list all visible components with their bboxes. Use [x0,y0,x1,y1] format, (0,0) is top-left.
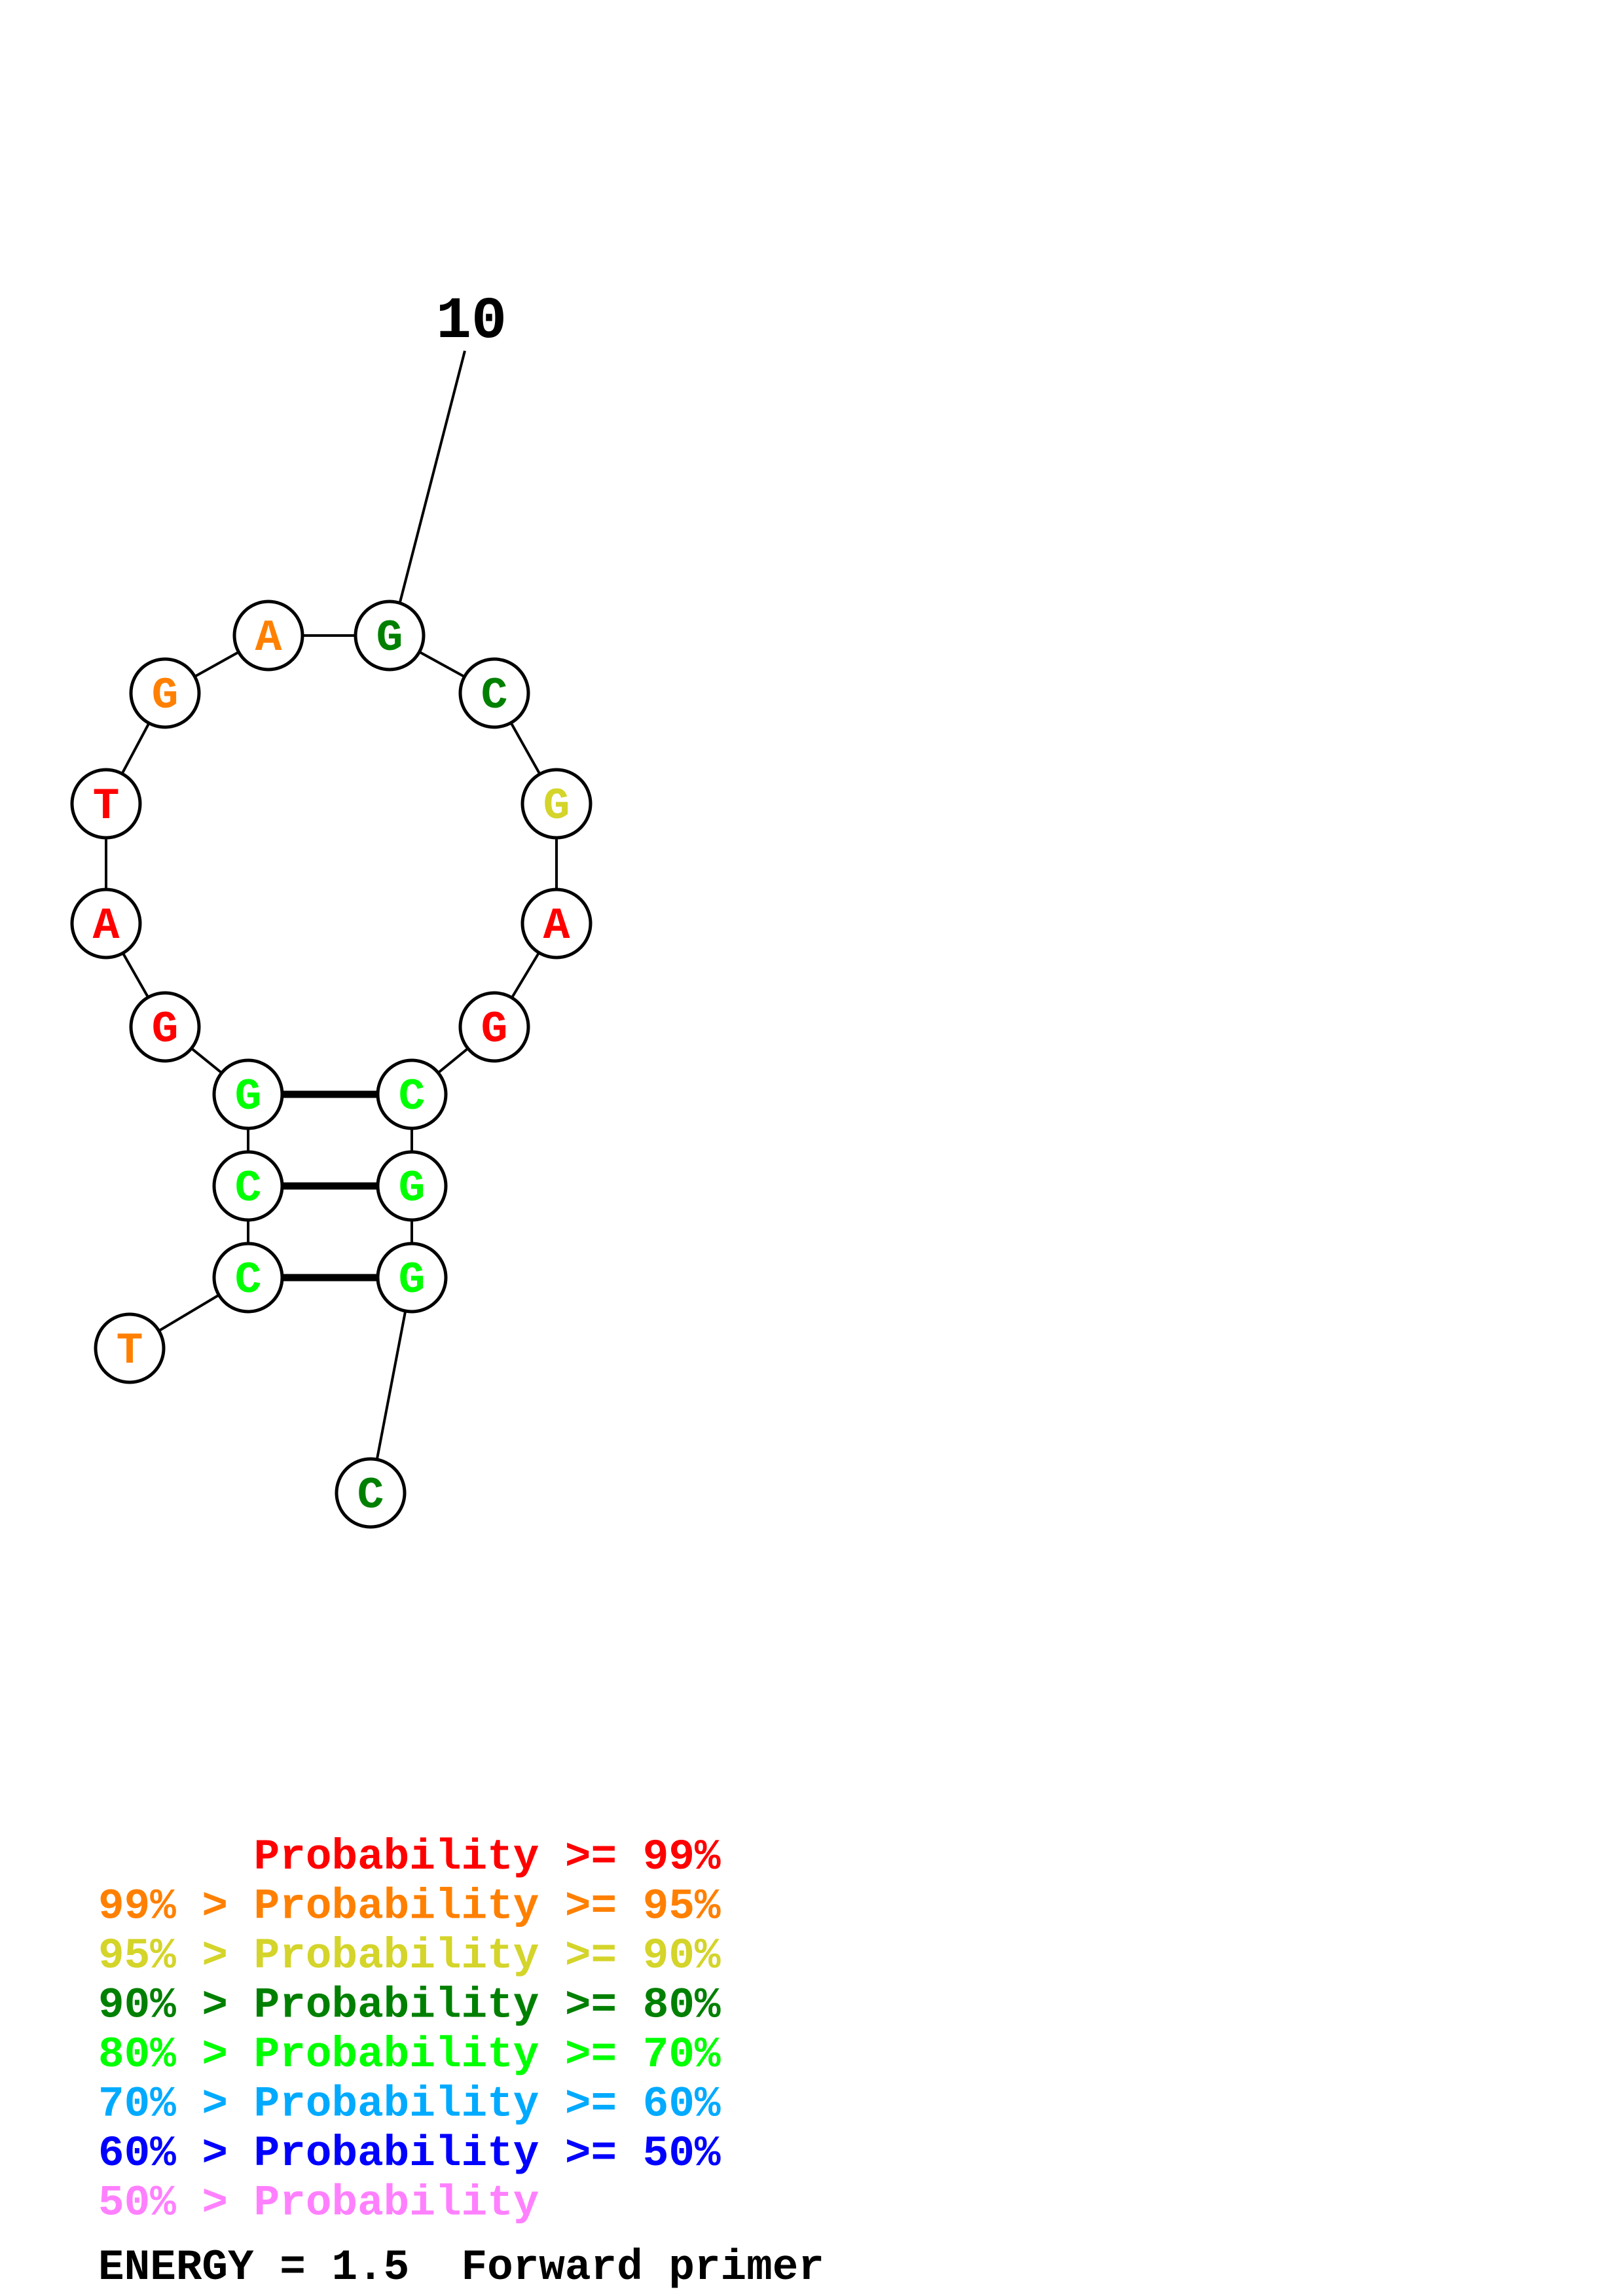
nucleotide-letter: C [235,1164,262,1214]
nucleotide-letter: C [357,1471,384,1521]
nucleotide-circle [70,768,142,840]
nucleotide-2: C [212,1242,284,1314]
nucleotide-letter: A [255,613,282,664]
nucleotide-circle [129,991,201,1063]
nucleotide-letter: C [235,1255,262,1306]
nucleotide-8: G [129,657,201,729]
nucleotide-letter: A [93,901,120,952]
nucleotide-circle [376,1058,448,1130]
nucleotide-18: C [335,1457,407,1529]
nucleotide-letter: G [152,1005,179,1055]
nucleotide-17: G [376,1242,448,1314]
nucleotide-circle [212,1242,284,1314]
legend-entry: Probability >= 99% [98,1833,721,1882]
nucleotide-letter: C [481,671,508,721]
nucleotide-13: A [520,888,593,960]
nucleotide-circle [354,600,426,672]
nucleotide-circle [376,1242,448,1314]
nucleotide-12: G [520,768,593,840]
nucleotide-15: C [376,1058,448,1130]
legend-entry: 90% > Probability >= 80% [98,1981,721,2030]
legend-entry: 95% > Probability >= 90% [98,1931,721,1981]
nucleotide-letter: G [152,671,179,721]
energy-footer: ENERGY = 1.5 Forward primer [98,2243,824,2292]
backbone-link [369,1277,413,1494]
nucleotide-circle [212,1058,284,1130]
nucleotide-16: G [376,1150,448,1222]
nucleotide-circle [458,991,530,1063]
nucleotide-1: T [94,1312,166,1384]
nucleotide-letter: G [376,613,403,664]
nucleotide-3: C [212,1150,284,1222]
nucleotide-letter: G [481,1005,508,1055]
nucleotide-5: G [129,991,201,1063]
nucleotide-letter: A [543,901,570,952]
nucleotide-circle [520,768,593,840]
nucleotide-circle [70,888,142,960]
legend-entry: 80% > Probability >= 70% [98,2030,721,2079]
nucleotide-7: T [70,768,142,840]
legend-entry: 50% > Probability [98,2179,539,2228]
backbone-links [105,634,558,1494]
nucleotide-circle [335,1457,407,1529]
nucleotide-4: G [212,1058,284,1130]
nucleotide-circle [94,1312,166,1384]
nucleotide-letter: C [399,1072,426,1122]
legend-entry: 70% > Probability >= 60% [98,2080,721,2129]
nucleotide-14: G [458,991,530,1063]
legend-entry: 99% > Probability >= 95% [98,1882,721,1931]
nucleotide-circle [129,657,201,729]
nucleotide-circle [232,600,304,672]
nucleotide-circle [376,1150,448,1222]
nucleotide-letter: T [93,781,120,832]
position-label: 10 [436,289,507,355]
nucleotide-10: G [354,600,426,672]
nucleotide-6: A [70,888,142,960]
nucleotide-circle [458,657,530,729]
nucleotide-letter: G [399,1164,426,1214]
position-label-tick [399,350,466,603]
nucleotide-letter: G [235,1072,262,1122]
nucleotide-9: A [232,600,304,672]
nucleotide-letter: G [543,781,570,832]
probability-legend: Probability >= 99%99% > Probability >= 9… [98,1833,721,2228]
nucleotide-11: C [458,657,530,729]
nucleotide-circle [520,888,593,960]
nucleotide-letter: T [117,1326,143,1376]
nucleotide-circle [212,1150,284,1222]
legend-entry: 60% > Probability >= 50% [98,2129,721,2178]
nucleotide-letter: G [399,1255,426,1306]
